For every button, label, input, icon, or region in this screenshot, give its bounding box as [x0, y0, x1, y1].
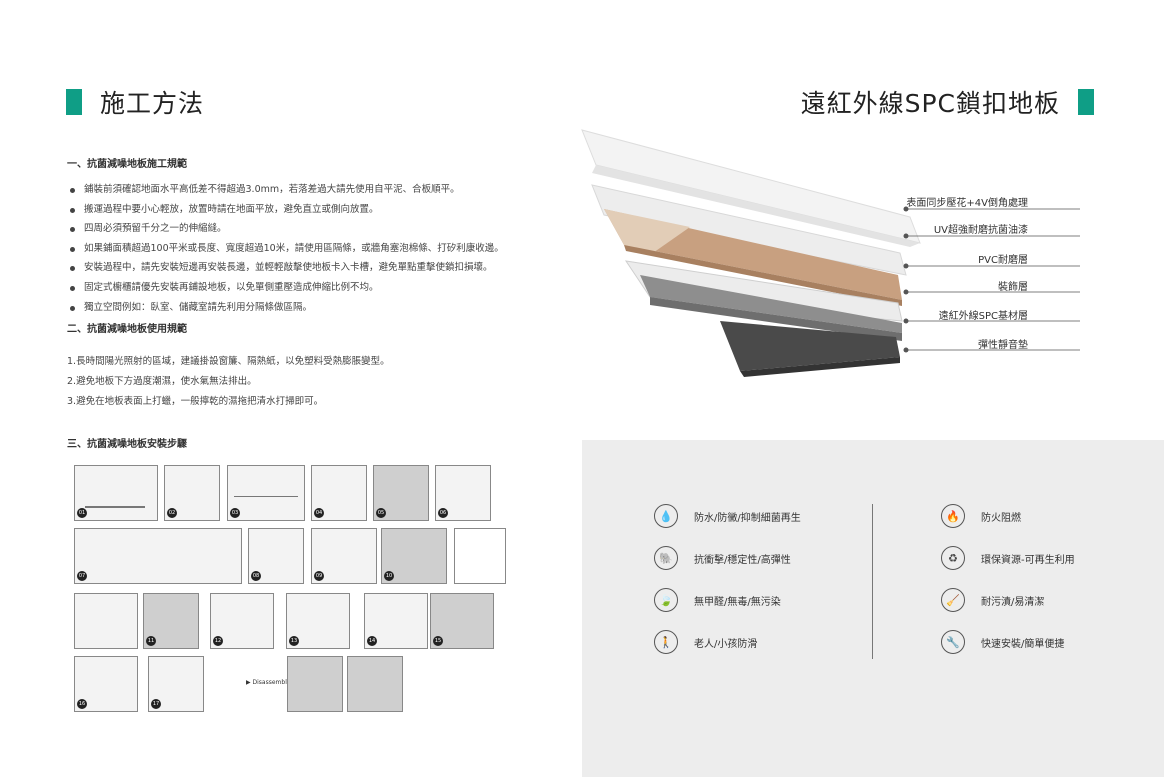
step-number: 01: [77, 508, 87, 518]
bullet-item: 獨立空間例如：臥室、儲藏室請先利用分隔條做區隔。: [68, 298, 504, 318]
bullet-item: 搬運過程中要小心輕放，放置時請在地面平放，避免直立或側向放置。: [68, 200, 504, 220]
feature-item: 🐘 抗衝擊/穩定性/高彈性: [654, 546, 791, 570]
step-illustration: 17: [148, 656, 204, 712]
step-number: 02: [167, 508, 177, 518]
feature-item: 💧 防水/防黴/抑制細菌再生: [654, 504, 801, 528]
section3-heading: 三、抗菌減噪地板安裝步驟: [67, 439, 187, 450]
broom-icon: 🧹: [941, 588, 965, 612]
step-number: 03: [230, 508, 240, 518]
feature-item: 🔥 防火阻燃: [941, 504, 1021, 528]
step-illustration: 10: [381, 528, 447, 584]
layer-label: 裝飾層: [998, 282, 1028, 293]
wrench-icon: 🔧: [941, 630, 965, 654]
right-title: 遠紅外線SPC鎖扣地板: [801, 84, 1094, 120]
step-illustration: 08: [248, 528, 304, 584]
feature-item: ♻ 環保資源-可再生利用: [941, 546, 1075, 570]
step-illustration: 13: [286, 593, 350, 649]
accent-block: [66, 89, 82, 115]
feature-label: 抗衝擊/穩定性/高彈性: [694, 554, 791, 566]
page-title: 施工方法: [100, 89, 205, 118]
bullet-item: 四周必須預留千分之一的伸縮縫。: [68, 219, 504, 239]
list-item: 3.避免在地板表面上打蠟，一般擰乾的濕拖把清水打掃即可。: [67, 396, 324, 407]
feature-label: 快速安裝/簡單便捷: [981, 638, 1065, 650]
feature-label: 環保資源-可再生利用: [981, 554, 1075, 566]
list-item: 1.長時間陽光照射的區域，建議掛設窗簾、隔熱紙，以免塑料受熱膨脹變型。: [67, 356, 390, 367]
feature-label: 無甲醛/無毒/無污染: [694, 596, 781, 608]
step-illustration: 04: [311, 465, 367, 521]
step-number: 15: [433, 636, 443, 646]
step-illustration: 11: [143, 593, 199, 649]
step-illustration: 01: [74, 465, 158, 521]
layer-label: PVC耐磨層: [978, 255, 1028, 266]
step-number: 14: [367, 636, 377, 646]
step-number: 17: [151, 699, 161, 709]
feature-label: 防火阻燃: [981, 512, 1021, 524]
step-illustration: 14: [364, 593, 428, 649]
step-number: 10: [384, 571, 394, 581]
feature-panel: 💧 防水/防黴/抑制細菌再生 🐘 抗衝擊/穩定性/高彈性 🍃 無甲醛/無毒/無污…: [582, 440, 1164, 777]
floor-layers-illustration: [581, 129, 1080, 377]
step-illustration: 12: [210, 593, 274, 649]
left-title: 施工方法: [66, 84, 204, 120]
feature-label: 老人/小孩防滑: [694, 638, 758, 650]
step-illustration: 07: [74, 528, 242, 584]
step-illustration: 03: [227, 465, 305, 521]
flame-icon: 🔥: [941, 504, 965, 528]
layer-label: 遠紅外線SPC基材層: [938, 311, 1028, 322]
divider: [872, 504, 873, 659]
feature-label: 耐污漬/易清潔: [981, 596, 1045, 608]
leaf-icon: 🍃: [654, 588, 678, 612]
section1-heading: 一、抗菌減噪地板施工規範: [67, 159, 187, 170]
layer-label: 表面同步壓花+4V倒角處理: [906, 198, 1028, 209]
step-illustration: 05: [373, 465, 429, 521]
feature-item: 🚶 老人/小孩防滑: [654, 630, 757, 654]
feature-label: 防水/防黴/抑制細菌再生: [694, 512, 801, 524]
installation-steps: 01 02 03 04 05 06 07 08 09 10 11 12 13 1…: [74, 465, 514, 715]
list-item: 2.避免地板下方過度潮濕，使水氣無法排出。: [67, 376, 257, 387]
accent-block: [1078, 89, 1094, 115]
step-illustration: 16: [74, 656, 138, 712]
bullet-item: 固定式櫥櫃請優先安裝再鋪設地板，以免單側重壓造成伸縮比例不均。: [68, 278, 504, 298]
water-drop-icon: 💧: [654, 504, 678, 528]
feature-item: 🍃 無甲醛/無毒/無污染: [654, 588, 781, 612]
step-illustration: 06: [435, 465, 491, 521]
step-number: 09: [314, 571, 324, 581]
step-number: 13: [289, 636, 299, 646]
step-illustration: [454, 528, 506, 584]
bullet-item: 鋪裝前須確認地面水平高低差不得超過3.0mm，若落差過大請先使用自平泥、合板順平…: [68, 180, 504, 200]
section1-bullets: 鋪裝前須確認地面水平高低差不得超過3.0mm，若落差過大請先使用自平泥、合板順平…: [68, 180, 504, 317]
layer-label: 彈性靜音墊: [978, 340, 1028, 351]
bullet-item: 安裝過程中，請先安裝短邊再安裝長邊，並輕輕敲擊使地板卡入卡槽，避免單點重擊使鎖扣…: [68, 258, 504, 278]
step-number: 07: [77, 571, 87, 581]
disassembling-label: ▶ Disassembling: [246, 679, 297, 686]
step-number: 11: [146, 636, 156, 646]
section2-list: 1.長時間陽光照射的區域，建議掛設窗簾、隔熱紙，以免塑料受熱膨脹變型。 2.避免…: [67, 352, 390, 412]
step-illustration: 02: [164, 465, 220, 521]
feature-item: 🔧 快速安裝/簡單便捷: [941, 630, 1064, 654]
feature-item: 🧹 耐污漬/易清潔: [941, 588, 1044, 612]
step-number: 06: [438, 508, 448, 518]
recycle-icon: ♻: [941, 546, 965, 570]
layer-label: UV超強耐磨抗菌油漆: [933, 225, 1028, 236]
step-illustration: 15: [430, 593, 494, 649]
step-illustration: [347, 656, 403, 712]
step-number: 08: [251, 571, 261, 581]
step-number: 12: [213, 636, 223, 646]
step-number: 16: [77, 699, 87, 709]
step-illustration: 09: [311, 528, 377, 584]
section2-heading: 二、抗菌減噪地板使用規範: [67, 324, 187, 335]
bullet-item: 如果鋪面積超過100平米或長度、寬度超過10米，請使用區隔條，或牆角塞泡棉條、打…: [68, 239, 504, 259]
walking-person-icon: 🚶: [654, 630, 678, 654]
product-title: 遠紅外線SPC鎖扣地板: [800, 89, 1060, 118]
step-number: 05: [376, 508, 386, 518]
layer-diagram: 表面同步壓花+4V倒角處理 UV超強耐磨抗菌油漆 PVC耐磨層 裝飾層 遠紅外線…: [580, 125, 1100, 385]
elephant-icon: 🐘: [654, 546, 678, 570]
step-illustration: [74, 593, 138, 649]
step-illustration: [287, 656, 343, 712]
step-number: 04: [314, 508, 324, 518]
